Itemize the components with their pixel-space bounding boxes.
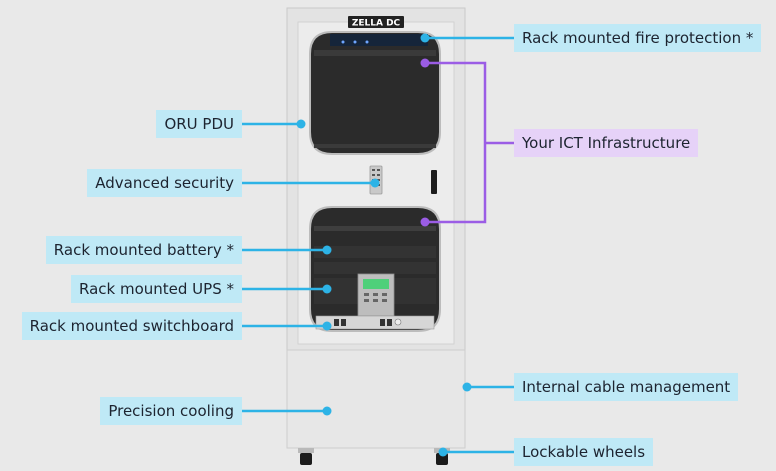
cooling-plinth [286, 349, 466, 449]
label-rack-switchboard: Rack mounted switchboard [21, 312, 242, 340]
rack-shelf [314, 226, 436, 231]
fire-protection-unit [330, 34, 428, 46]
label-rack-ups: Rack mounted UPS * [70, 275, 242, 303]
fire-unit-led [353, 40, 357, 44]
label-oru-pdu: ORU PDU [156, 110, 242, 138]
callout-dot-ict-top [420, 58, 430, 68]
callout-dot-lockable-wheels [438, 447, 448, 457]
callout-dot-rack-battery [322, 245, 332, 255]
label-precision-cooling: Precision cooling [100, 397, 242, 425]
callout-dot-oru-pdu [296, 119, 306, 129]
battery-unit [314, 246, 436, 258]
callout-dot-advanced-security [370, 178, 380, 188]
switchboard-unit [315, 315, 435, 330]
wheel [300, 453, 312, 465]
ups-button [364, 293, 369, 296]
battery-unit [314, 262, 436, 274]
keypad-key [372, 174, 375, 176]
switchboard-dial [394, 318, 402, 326]
breaker [341, 319, 346, 326]
breaker [334, 319, 339, 326]
ups-button [373, 293, 378, 296]
callout-dot-cable-management [462, 382, 472, 392]
callout-dot-precision-cooling [322, 406, 332, 416]
rack-shelf [314, 50, 436, 56]
keypad-key [377, 179, 380, 181]
logo-text: ZELLA DC [352, 19, 401, 29]
breaker [380, 319, 385, 326]
door-handle [431, 170, 437, 194]
label-lockable-wheels: Lockable wheels [514, 438, 654, 466]
callout-dot-rack-switchboard [322, 321, 332, 331]
wheel-mount [298, 448, 314, 453]
label-fire-protection: Rack mounted fire protection * [514, 24, 762, 52]
breaker [387, 319, 392, 326]
keypad-key [377, 174, 380, 176]
callout-dot-rack-ups [322, 284, 332, 294]
ups-button [382, 299, 387, 302]
callout-dot-ict-bottom [420, 217, 430, 227]
keypad-key [377, 169, 380, 171]
fire-unit-led [365, 40, 369, 44]
ups-button [382, 293, 387, 296]
ups-screen [363, 279, 389, 289]
label-ict-infrastructure: Your ICT Infrastructure [514, 129, 699, 157]
ups-button [373, 299, 378, 302]
keypad-key [372, 169, 375, 171]
label-advanced-security: Advanced security [87, 169, 242, 197]
ups-button [364, 299, 369, 302]
callout-dot-fire-protection [420, 33, 430, 43]
rack-shelf [314, 144, 436, 148]
label-cable-management: Internal cable management [514, 373, 739, 401]
label-rack-battery: Rack mounted battery * [45, 236, 242, 264]
logo-plate [348, 16, 404, 28]
fire-unit-led [341, 40, 345, 44]
upper-window [309, 31, 441, 155]
